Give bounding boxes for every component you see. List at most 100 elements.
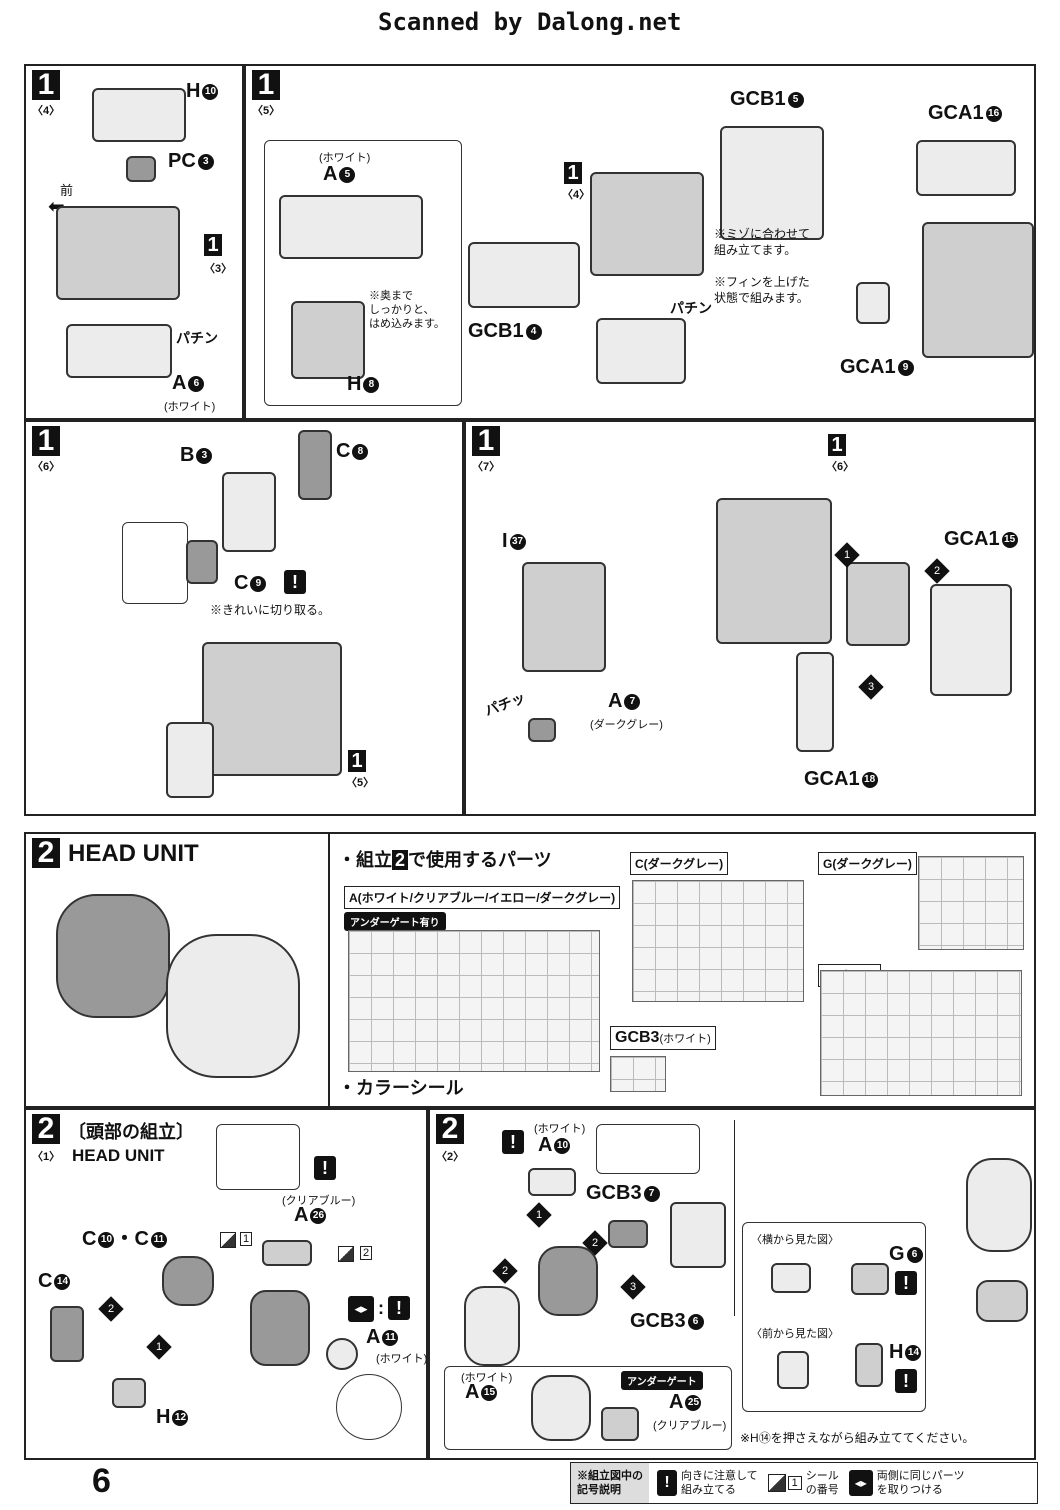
same-both-sides-icon: ◂▸: [348, 1296, 374, 1322]
image-head-white: [166, 934, 300, 1078]
step-number: 2: [436, 1114, 464, 1144]
substep-label: 〈4〉: [32, 105, 61, 117]
part-a25: [601, 1407, 639, 1441]
warning-icon: !: [895, 1271, 917, 1295]
ref-substep3: 〈3〉: [204, 263, 233, 275]
step-number: 1: [32, 70, 60, 100]
part-torso-c9: [202, 642, 342, 776]
label-clearblue: (クリアブルー): [282, 1195, 356, 1207]
ref-step1: 1: [564, 162, 582, 184]
part-a7: [528, 718, 556, 742]
part-a15: [531, 1375, 591, 1441]
substep-label: 〈2〉: [436, 1151, 465, 1163]
part-gcb1-4: [468, 242, 580, 308]
label-white: (ホワイト): [319, 152, 371, 164]
section-title: HEAD UNIT: [68, 840, 199, 867]
substep-label: 〈6〉: [32, 461, 61, 473]
part-a5: [279, 195, 423, 259]
legend-seal-num: 1: [787, 1476, 802, 1490]
part-pc3: [126, 156, 156, 182]
part-face-shell: [464, 1286, 520, 1366]
undergate-tag: アンダーゲート有り: [344, 912, 446, 931]
step-number: 1: [472, 426, 500, 456]
detail-circle-a11: [336, 1374, 402, 1440]
seal-1-num: 1: [240, 1232, 253, 1246]
part-front-view: [777, 1351, 809, 1389]
warning-icon: !: [388, 1296, 410, 1320]
ref-substep5: 〈5〉: [346, 777, 375, 789]
page-number: 6: [92, 1462, 111, 1500]
part-torso-7: [716, 498, 832, 644]
seq-1: 1: [526, 1202, 552, 1228]
label-white: (ホワイト): [534, 1123, 586, 1135]
head-unit-label: HEAD UNIT: [72, 1146, 165, 1165]
undergate-tag: アンダーゲート: [621, 1371, 703, 1390]
note-press-h14: ※H⑭を押さえながら組み立ててください。: [740, 1431, 975, 1445]
step-title: 〔頭部の組立〕: [68, 1122, 194, 1142]
ref-step1: 1: [348, 750, 366, 772]
legend-same-icon: ◂▸: [848, 1470, 873, 1496]
substep-label: 〈7〉: [472, 461, 501, 473]
part-gca1-15: [930, 584, 1012, 696]
warning-icon: !: [314, 1156, 336, 1180]
part-gcb3-6: [670, 1202, 726, 1268]
image-head-dark: [56, 894, 170, 1018]
label-darkgray: (ダークグレー): [590, 719, 663, 731]
label-front-view: 〈前から見た図〉: [751, 1328, 839, 1340]
seq-1: 1: [146, 1334, 172, 1360]
detail-box-a26: [216, 1124, 300, 1190]
label-white: (ホワイト): [461, 1372, 513, 1384]
legend: ※組立図中の記号説明 ! 向きに注意して組み立てる 1 シールの番号 ◂▸ 両側…: [570, 1462, 1038, 1504]
substep-label: 〈1〉: [32, 1151, 61, 1163]
legend-title: ※組立図中の記号説明: [571, 1463, 649, 1503]
label-side-view: 〈横から見た図〉: [751, 1234, 839, 1246]
seq-1: 1: [834, 542, 860, 568]
runner-g: [918, 856, 1024, 950]
seal-2-icon: [338, 1246, 354, 1262]
legend-seal-icon: [767, 1474, 786, 1492]
part-a10: [528, 1168, 576, 1196]
legend-warning-icon: !: [657, 1470, 677, 1496]
part-h12: [112, 1378, 146, 1408]
seq-2b: 2: [492, 1258, 518, 1284]
ref-step1: 1: [204, 234, 222, 256]
ref-step1: 1: [828, 434, 846, 456]
part-gcb3-7: [608, 1220, 648, 1248]
step-number: 2: [32, 838, 60, 868]
part-mid: [846, 562, 910, 646]
runner-gcb3-label: GCB3(ホワイト): [610, 1026, 716, 1050]
warning-icon: !: [284, 570, 306, 594]
label-white: (ホワイト): [164, 401, 216, 413]
seal-2-num: 2: [360, 1246, 373, 1260]
note-fin: ※フィンを上げた状態で組みます。: [714, 275, 810, 305]
part-side-view: [771, 1263, 811, 1293]
warning-icon: !: [895, 1369, 917, 1393]
label-snap: パチン: [670, 300, 712, 316]
part-a11: [326, 1338, 358, 1370]
part-h8: [291, 301, 365, 379]
label-clearblue: (クリアブルー): [653, 1420, 727, 1432]
